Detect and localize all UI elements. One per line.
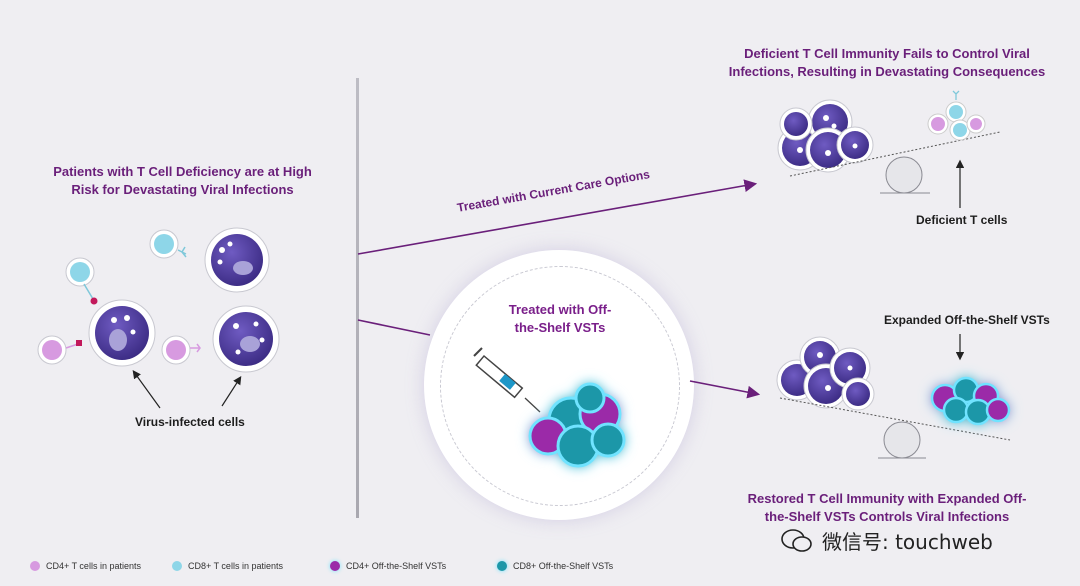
- expanded-vsts-label: Expanded Off-the-Shelf VSTs: [884, 313, 1050, 327]
- deficient-t-label: Deficient T cells: [916, 213, 1008, 227]
- cd4-cell-left-bottom: [37, 335, 82, 365]
- cd4-cell-left-right: [161, 335, 201, 365]
- cd8-cell-left-top: [149, 229, 187, 259]
- infected-cell-1: [204, 227, 270, 293]
- cd4-vst-icon: [330, 561, 340, 571]
- infected-cell-3: [212, 305, 280, 373]
- pointer-arrow-1: [132, 370, 161, 409]
- legend-label: CD4+ Off-the-Shelf VSTs: [346, 561, 447, 571]
- deficient-t-cells-cluster: [927, 90, 986, 141]
- cd8-t-cell-icon: [172, 561, 182, 571]
- syringe-icon: [473, 347, 541, 413]
- section-divider: [356, 78, 359, 518]
- seesaw-beam-bottom: [779, 397, 1011, 441]
- cd8-cell-left-mid: [65, 257, 98, 305]
- left-heading: Patients with T Cell Deficiency are at H…: [53, 164, 312, 197]
- legend-cd8-patients: CD8+ T cells in patients: [172, 561, 283, 571]
- bottom-right-heading: Restored T Cell Immunity with Expanded O…: [747, 491, 1027, 524]
- center-heading: Treated with Off-the-Shelf VSTs: [508, 302, 612, 335]
- wechat-icon: [780, 528, 814, 554]
- infected-cluster-bottom: [776, 336, 875, 411]
- virus-infected-label: Virus-infected cells: [135, 415, 245, 429]
- legend-label: CD4+ T cells in patients: [46, 561, 141, 571]
- top-right-heading: Deficient T Cell Immunity Fails to Contr…: [728, 46, 1046, 79]
- legend-cd4-vsts: CD4+ Off-the-Shelf VSTs: [330, 561, 446, 571]
- watermark: 微信号: touchweb: [780, 526, 993, 555]
- vst-arrow-out: [689, 380, 761, 399]
- infected-cell-2: [88, 299, 156, 367]
- vst-arrow-in: [357, 319, 431, 336]
- seesaw-fulcrum-top: [885, 156, 923, 194]
- seesaw-fulcrum-bottom: [883, 421, 921, 459]
- vst-cluster-center: [528, 382, 626, 468]
- pointer-arrow-2: [221, 375, 242, 407]
- legend-label: CD8+ T cells in patients: [188, 561, 283, 571]
- legend-cd8-vsts: CD8+ Off-the-Shelf VSTs: [497, 561, 613, 571]
- cd8-vst-icon: [497, 561, 507, 571]
- legend-label: CD8+ Off-the-Shelf VSTs: [513, 561, 614, 571]
- infected-cluster-top: [777, 99, 874, 173]
- vst-cluster-expanded: [930, 376, 1011, 426]
- legend-cd4-patients: CD4+ T cells in patients: [30, 561, 141, 571]
- treatment-circle-outline: [440, 266, 680, 506]
- cd4-t-cell-icon: [30, 561, 40, 571]
- watermark-text: 微信号: touchweb: [822, 530, 993, 554]
- current-care-arrow: [357, 179, 758, 255]
